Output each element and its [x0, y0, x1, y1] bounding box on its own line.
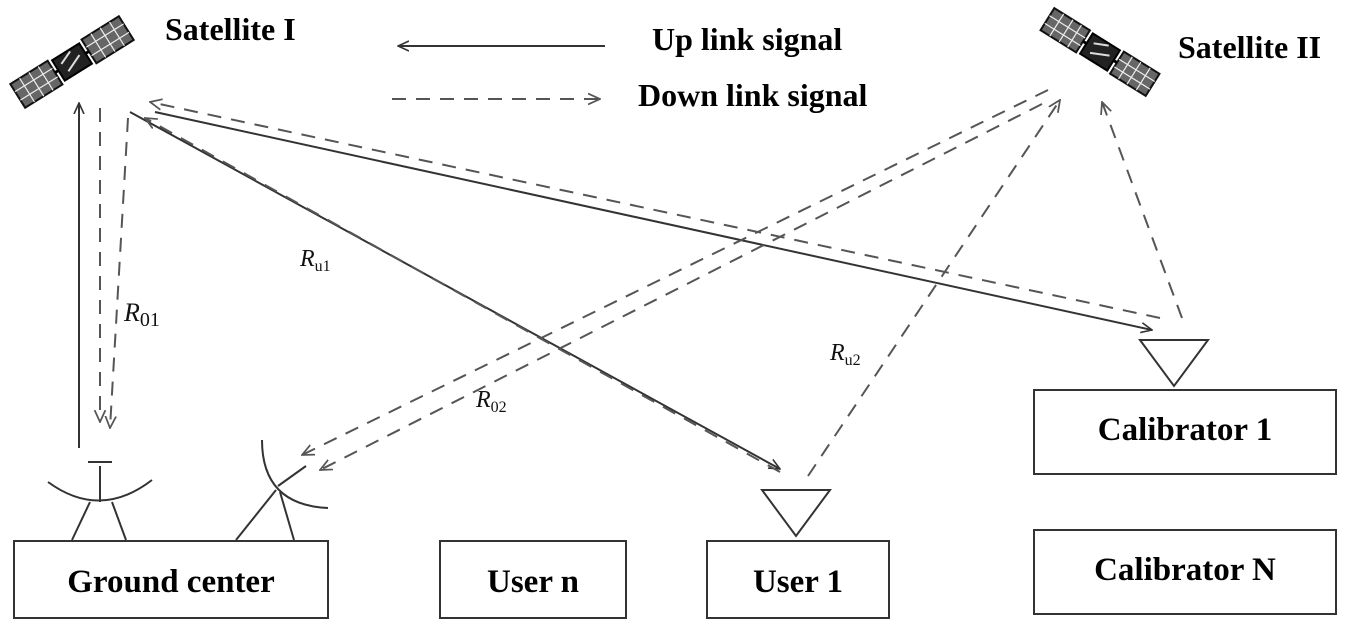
legend-uplink-label: Up link signal [652, 21, 842, 57]
range-r02-label: R02 [475, 387, 507, 416]
user-1-box: User 1 [706, 540, 890, 619]
ground-dish-antenna-2-icon [235, 439, 329, 541]
range-r01-label: R01 [123, 298, 160, 331]
ground-center-box: Ground center [13, 540, 329, 619]
downlink-sat1-to-ground-b [110, 117, 129, 428]
downlink-calibrator1-to-sat1 [150, 102, 1161, 319]
user-1-label: User 1 [753, 564, 843, 600]
downlink-sat2-to-ground-b [320, 103, 1043, 470]
satellite-2-label: Satellite II [1178, 29, 1321, 65]
satellite-1-icon [8, 14, 136, 110]
uplink-sat1-to-calibrator1 [154, 111, 1152, 330]
user-1-antenna-icon [760, 489, 832, 538]
satellite-1-label: Satellite I [165, 11, 296, 47]
user-n-label: User n [487, 564, 579, 600]
calibrator-1-box: Calibrator 1 [1033, 389, 1337, 475]
downlink-user1-to-sat1 [145, 118, 781, 473]
ground-center-label: Ground center [67, 564, 274, 600]
downlink-calibrator1-to-sat2 [1102, 102, 1183, 319]
calibrator-1-label: Calibrator 1 [1098, 412, 1272, 448]
downlink-user1-to-sat2 [807, 100, 1060, 477]
range-ru2-label: Ru2 [829, 340, 861, 369]
calibrator-n-label: Calibrator N [1094, 552, 1276, 588]
calibrator-n-box: Calibrator N [1033, 529, 1337, 615]
downlink-sat2-to-ground-a [302, 89, 1049, 455]
calibrator-1-antenna-icon [1138, 339, 1210, 388]
ground-dish-antenna-1-icon [47, 461, 153, 541]
legend-downlink-label: Down link signal [638, 77, 868, 113]
range-ru1-label: Ru1 [299, 246, 331, 275]
satellite-2-icon [1039, 6, 1161, 98]
user-n-box: User n [439, 540, 627, 619]
